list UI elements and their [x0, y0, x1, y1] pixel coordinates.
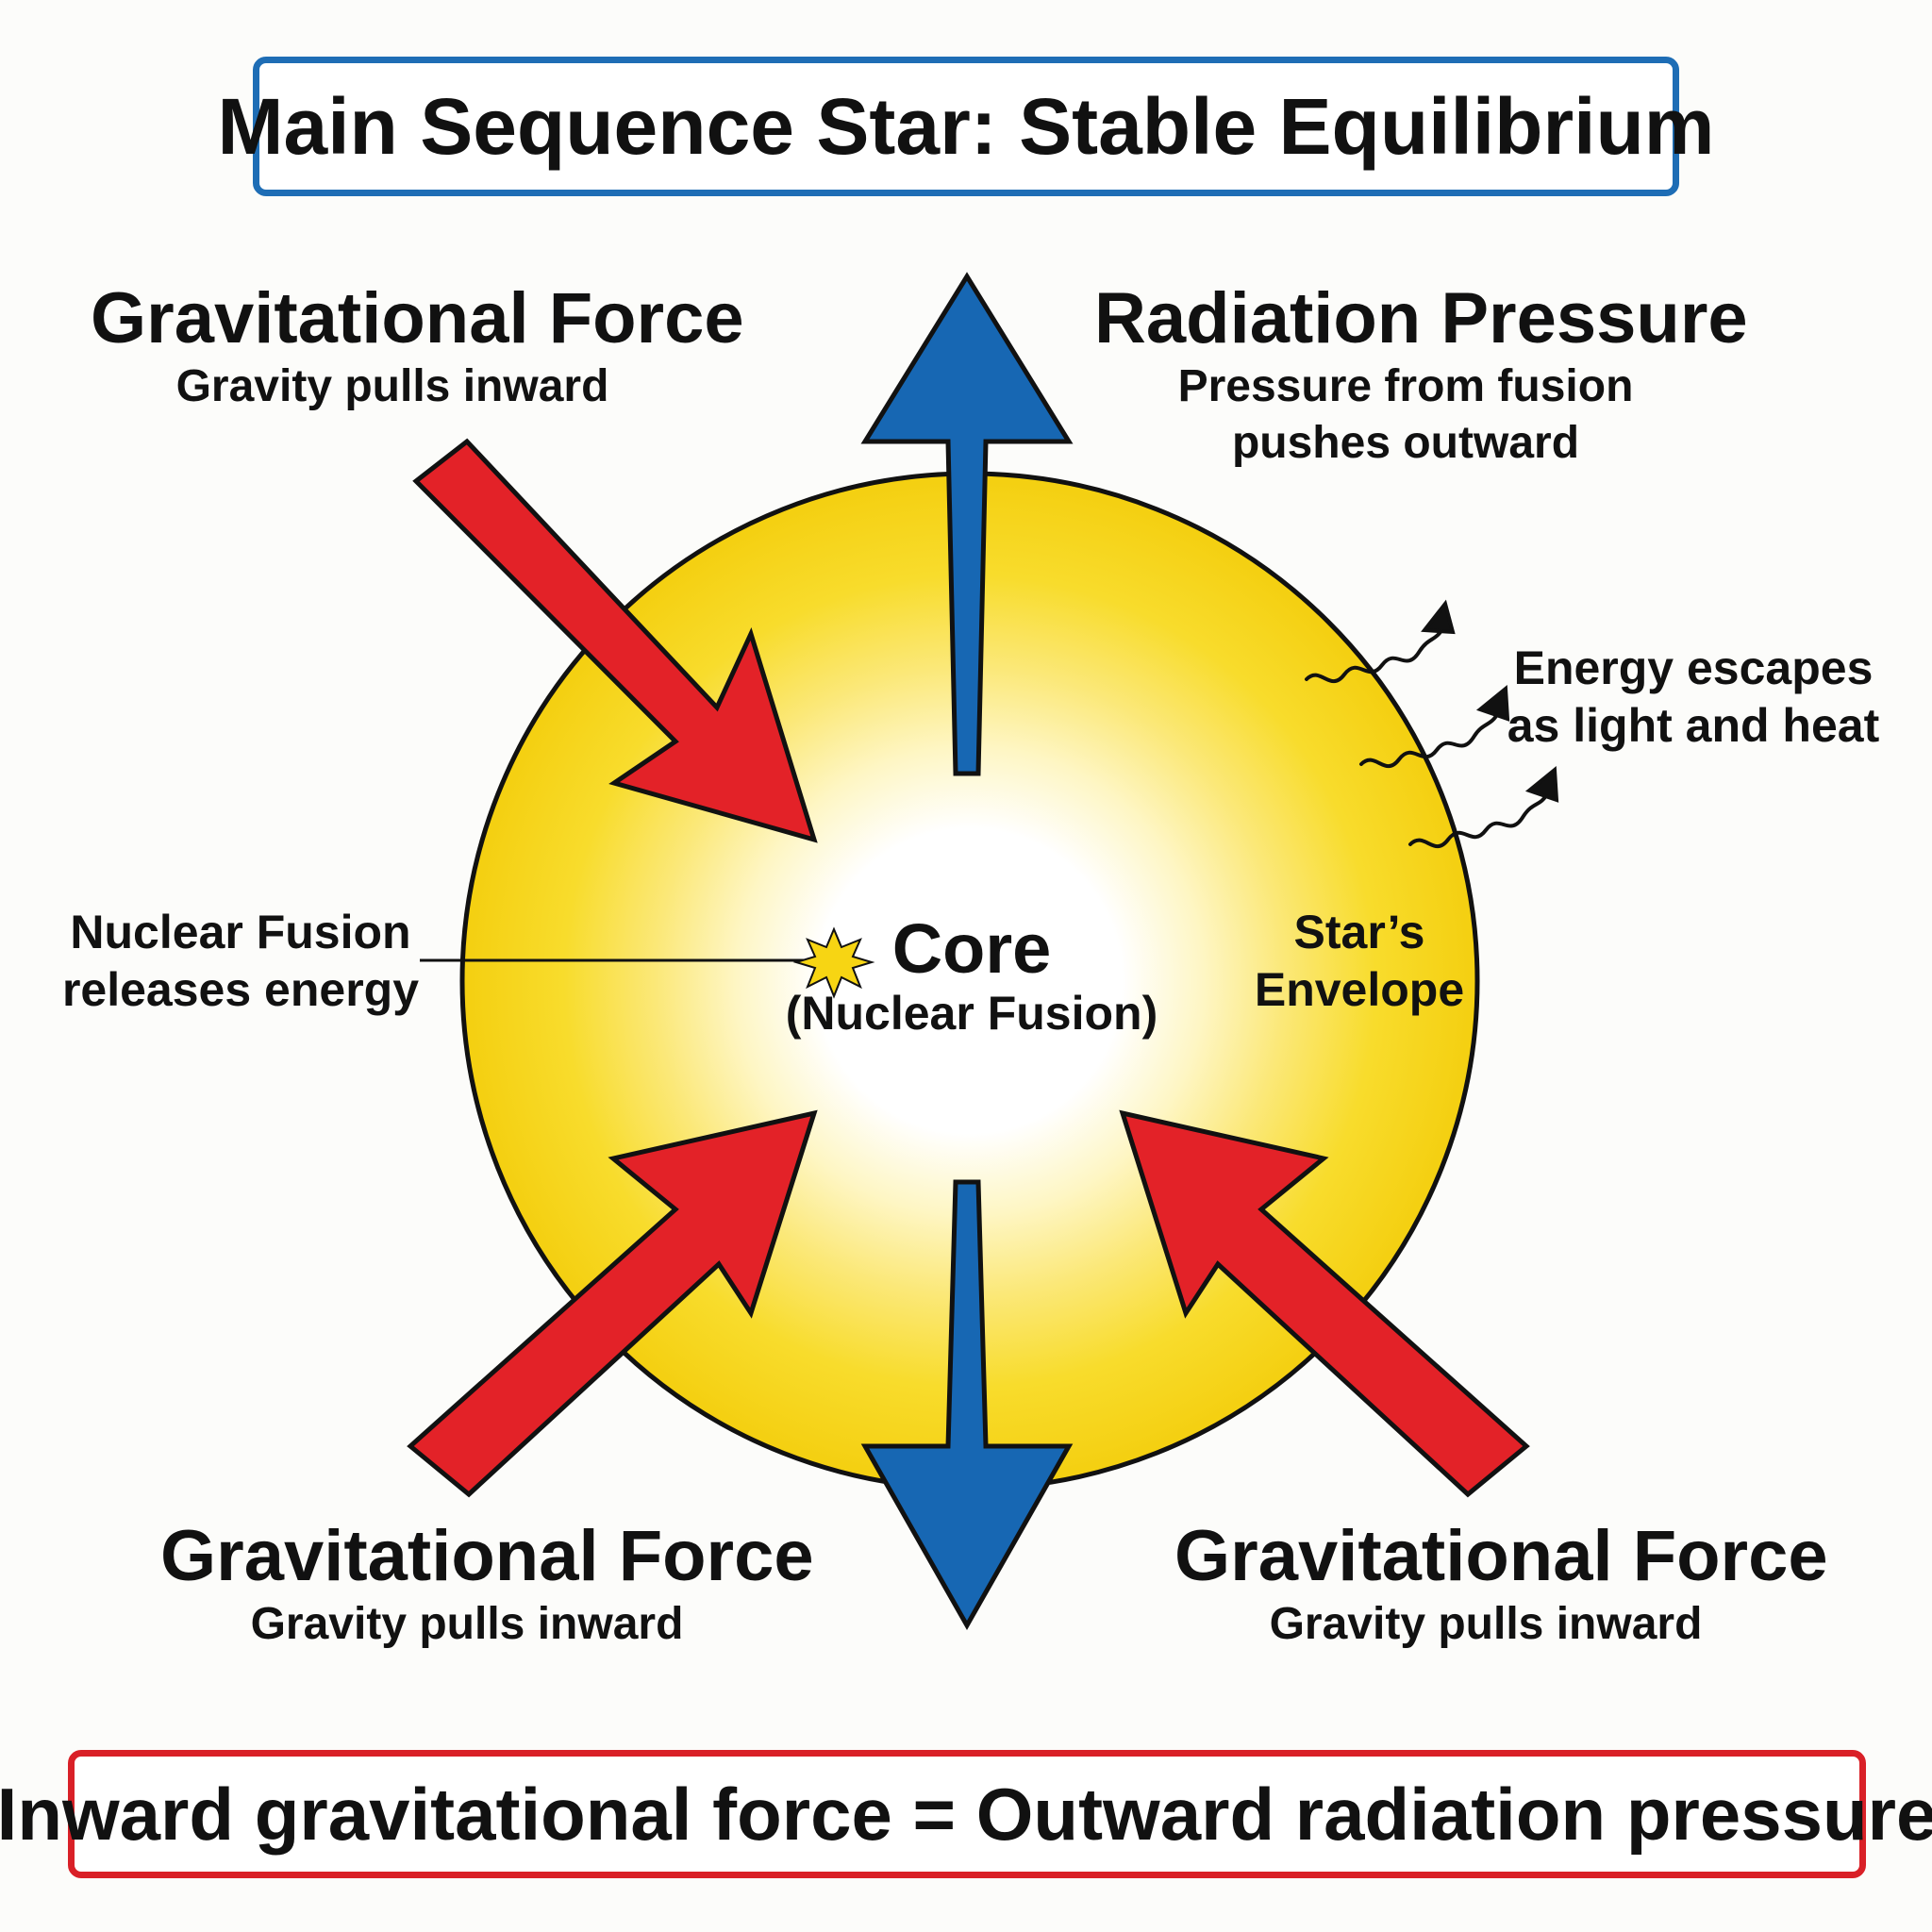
fusion-note-line1: Nuclear Fusion: [70, 906, 411, 958]
energy-squiggle-2: [1359, 711, 1500, 768]
energy-note: Energy escapes as light and heat: [1500, 640, 1887, 755]
fusion-note-line2: releases energy: [61, 963, 420, 1016]
label-top-left: Gravitational Force Gravity pulls inward: [91, 278, 744, 415]
fusion-note: Nuclear Fusion releases energy: [38, 904, 443, 1019]
gravity-sub-top-left: Gravity pulls inward: [175, 360, 609, 411]
equation-box: Inward gravitational force = Outward rad…: [0, 1750, 1932, 1878]
energy-note-line2: as light and heat: [1507, 699, 1880, 752]
gravity-sub-bottom-right: Gravity pulls inward: [1269, 1598, 1703, 1649]
core-label: Core (Nuclear Fusion): [783, 910, 1160, 1041]
energy-arrowhead-2: [1475, 684, 1510, 722]
title-box: Main Sequence Star: Stable Equilibrium: [218, 57, 1715, 196]
gravity-arrow-top-left: [412, 438, 818, 843]
radiation-arrow-down: [860, 1179, 1074, 1631]
label-bottom-right: Gravitational Force Gravity pulls inward: [1174, 1516, 1828, 1653]
core-subtitle: (Nuclear Fusion): [785, 987, 1158, 1041]
energy-escape-squiggles: [1305, 599, 1559, 848]
gravity-arrow-bottom-left: [407, 1109, 818, 1498]
energy-arrowhead-1: [1421, 599, 1456, 635]
energy-squiggle-3: [1408, 792, 1549, 848]
gravity-heading-bottom-right: Gravitational Force: [1174, 1516, 1828, 1596]
radiation-sub-line2: pushes outward: [1231, 417, 1580, 468]
gravity-heading-top-left: Gravitational Force: [91, 278, 744, 358]
energy-arrowhead-3: [1524, 765, 1559, 803]
gravity-sub-bottom-left: Gravity pulls inward: [250, 1598, 684, 1649]
energy-squiggle-1: [1305, 625, 1445, 683]
radiation-arrow-up: [860, 272, 1074, 776]
core-title: Core: [891, 909, 1052, 988]
gravity-arrow-bottom-right: [1119, 1109, 1530, 1498]
energy-note-line1: Energy escapes: [1513, 641, 1874, 694]
equation-text: Inward gravitational force = Outward rad…: [0, 1772, 1932, 1856]
envelope-line2: Envelope: [1254, 963, 1465, 1016]
label-bottom-left: Gravitational Force Gravity pulls inward: [160, 1516, 814, 1653]
fusion-starburst-icon: [792, 926, 875, 999]
label-top-right: Radiation Pressure Pressure from fusion …: [1094, 278, 1748, 472]
radiation-heading: Radiation Pressure: [1094, 278, 1748, 358]
radiation-sub-line1: Pressure from fusion: [1177, 360, 1634, 411]
envelope-line1: Star’s: [1293, 906, 1425, 958]
page-title: Main Sequence Star: Stable Equilibrium: [217, 81, 1715, 171]
envelope-label: Star’s Envelope: [1241, 904, 1477, 1019]
gravity-heading-bottom-left: Gravitational Force: [160, 1516, 814, 1596]
